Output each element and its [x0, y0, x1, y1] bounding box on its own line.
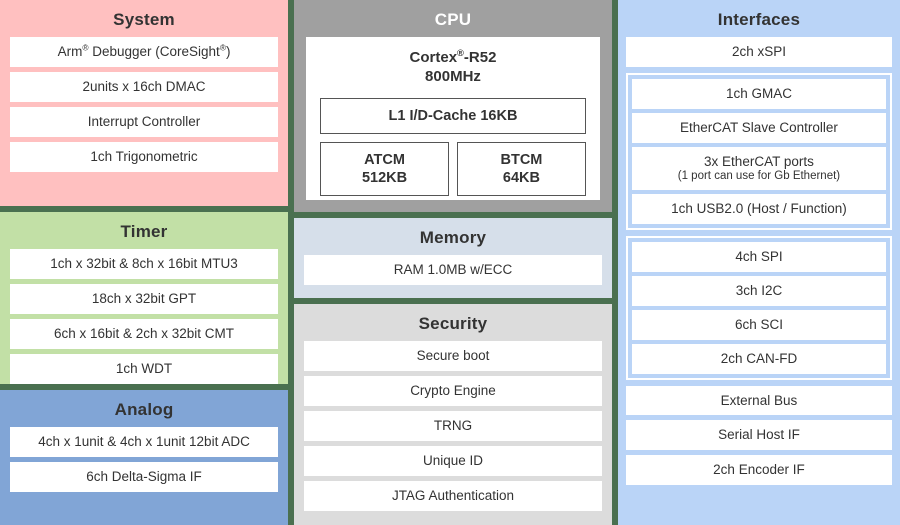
panel-security-title: Security [418, 314, 488, 333]
system-item-trigonometric: 1ch Trigonometric [10, 141, 279, 172]
security-item-unique-id: Unique ID [304, 445, 602, 476]
panel-memory-title: Memory [419, 228, 487, 247]
analog-item-adc: 4ch x 1unit & 4ch x 1unit 12bit ADC [10, 427, 279, 457]
cpu-core-box: Cortex®-R52 800MHz L1 I/D-Cache 16KB ATC… [306, 37, 600, 200]
timer-item-gpt: 18ch x 32bit GPT [10, 283, 279, 314]
cpu-atcm-size: 512KB [361, 169, 408, 186]
interfaces-item-xspi: 2ch xSPI [625, 37, 892, 67]
panel-cpu-title: CPU [434, 10, 472, 29]
panel-interfaces-title: Interfaces [717, 10, 801, 29]
interfaces-item-usb2: 1ch USB2.0 (Host / Function) [631, 193, 886, 224]
cpu-btcm: BTCM 64KB [456, 141, 586, 196]
left-column: System Arm® Debugger (CoreSight®) 2units… [0, 0, 289, 525]
cpu-btcm-size: 64KB [502, 169, 540, 186]
panel-system-title: System [113, 10, 175, 29]
interfaces-group-xspi: 2ch xSPI [625, 37, 892, 67]
panel-system: System Arm® Debugger (CoreSight®) 2units… [0, 0, 289, 206]
panel-cpu: CPU Cortex®-R52 800MHz L1 I/D-Cache 16KB… [294, 0, 612, 212]
security-item-secure-boot: Secure boot [304, 341, 602, 371]
interfaces-item-ethercat-ports-note: (1 port can use for Gb Ethernet) [677, 169, 841, 182]
timer-item-wdt: 1ch WDT [10, 353, 279, 384]
timer-item-cmt: 6ch x 16bit & 2ch x 32bit CMT [10, 318, 279, 349]
cpu-btcm-name: BTCM [500, 151, 543, 168]
middle-column: CPU Cortex®-R52 800MHz L1 I/D-Cache 16KB… [294, 0, 612, 525]
system-item-arm-debugger: Arm® Debugger (CoreSight®) [10, 37, 279, 67]
system-item-interrupt-controller: Interrupt Controller [10, 106, 279, 137]
interfaces-item-gmac: 1ch GMAC [631, 78, 886, 109]
cpu-atcm-name: ATCM [364, 151, 405, 168]
interfaces-item-serial-host-if: Serial Host IF [625, 420, 892, 451]
panel-timer-title: Timer [120, 222, 168, 241]
interfaces-group-serial: 4ch SPI 3ch I2C 6ch SCI 2ch CAN-FD [625, 235, 892, 380]
interfaces-item-i2c: 3ch I2C [631, 275, 886, 306]
cpu-core-label: Cortex®-R52 800MHz [320, 48, 586, 87]
interfaces-item-ethercat-ports: 3x EtherCAT ports (1 port can use for Gb… [631, 146, 886, 190]
panel-timer: Timer 1ch x 32bit & 8ch x 16bit MTU3 18c… [0, 212, 289, 384]
cpu-tcm-row: ATCM 512KB BTCM 64KB [320, 141, 586, 196]
analog-item-delta-sigma: 6ch Delta-Sigma IF [10, 461, 279, 492]
interfaces-group-bus: External Bus Serial Host IF 2ch Encoder … [625, 385, 892, 486]
interfaces-item-ethercat-ports-label: 3x EtherCAT ports [704, 153, 814, 169]
interfaces-item-can-fd: 2ch CAN-FD [631, 343, 886, 374]
interfaces-item-spi: 4ch SPI [631, 241, 886, 272]
interfaces-group-network: 1ch GMAC EtherCAT Slave Controller 3x Et… [625, 72, 892, 230]
interfaces-item-encoder-if: 2ch Encoder IF [625, 455, 892, 486]
panel-security: Security Secure boot Crypto Engine TRNG … [294, 304, 612, 525]
cpu-core-frequency: 800MHz [425, 67, 481, 85]
panel-interfaces: Interfaces 2ch xSPI 1ch GMAC EtherCAT Sl… [617, 0, 900, 525]
panel-analog-title: Analog [114, 400, 174, 419]
cpu-atcm: ATCM 512KB [320, 141, 449, 196]
timer-item-mtu3: 1ch x 32bit & 8ch x 16bit MTU3 [10, 249, 279, 279]
security-item-trng: TRNG [304, 410, 602, 441]
interfaces-item-ethercat-slave-controller: EtherCAT Slave Controller [631, 112, 886, 143]
memory-item-ram: RAM 1.0MB w/ECC [304, 255, 602, 285]
cpu-l1-cache: L1 I/D-Cache 16KB [320, 97, 586, 134]
panel-analog: Analog 4ch x 1unit & 4ch x 1unit 12bit A… [0, 390, 289, 525]
security-item-jtag-authentication: JTAG Authentication [304, 480, 602, 511]
cpu-core-name: Cortex®-R52 [409, 48, 497, 66]
system-item-dmac: 2units x 16ch DMAC [10, 71, 279, 102]
right-column: Interfaces 2ch xSPI 1ch GMAC EtherCAT Sl… [617, 0, 900, 525]
interfaces-item-external-bus: External Bus [625, 385, 892, 416]
panel-memory: Memory RAM 1.0MB w/ECC [294, 218, 612, 298]
interfaces-item-sci: 6ch SCI [631, 309, 886, 340]
security-item-crypto-engine: Crypto Engine [304, 375, 602, 406]
